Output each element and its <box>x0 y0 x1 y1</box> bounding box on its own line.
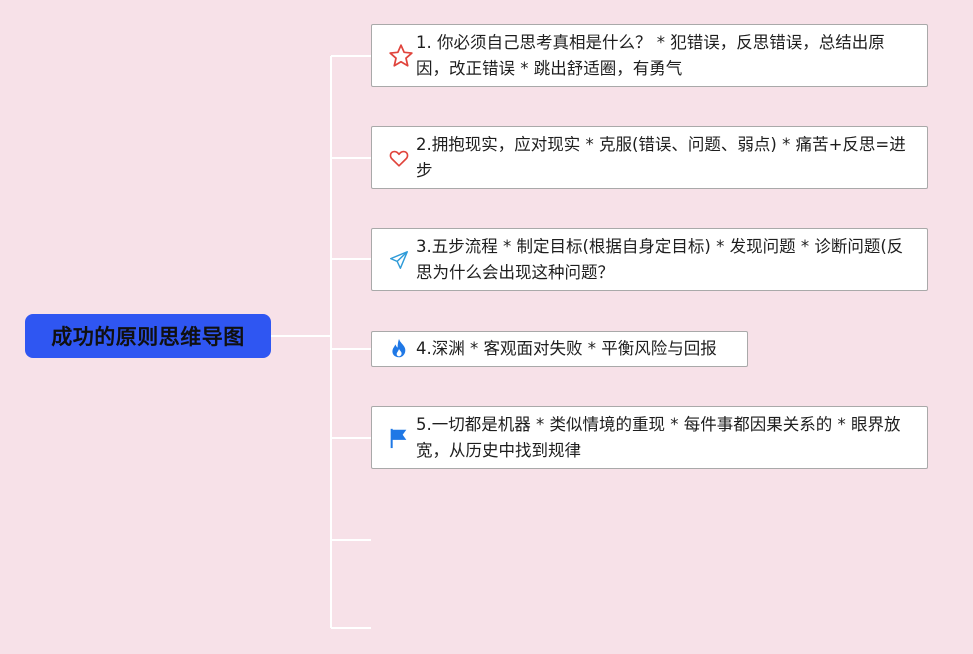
branch-topic-1[interactable]: 1. 你必须自己思考真相是什么？ * 犯错误，反思错误，总结出原因，改正错误 *… <box>371 24 928 87</box>
branch-topic-3[interactable]: 3.五步流程 * 制定目标(根据自身定目标) * 发现问题 * 诊断问题(反思为… <box>371 228 928 291</box>
branch-topic-2-label: 2.拥抱现实，应对现实 * 克服(错误、问题、弱点) * 痛苦+反思=进步 <box>416 134 906 180</box>
star-icon <box>388 43 416 69</box>
branch-topic-4[interactable]: 4.深渊 * 客观面对失败 * 平衡风险与回报 <box>371 331 748 367</box>
root-topic-label: 成功的原则思维导图 <box>51 325 245 349</box>
fire-icon <box>388 337 416 361</box>
flag-icon <box>388 426 416 450</box>
branch-topic-5-label: 5.一切都是机器 * 类似情境的重现 * 每件事都因果关系的 * 眼界放宽，从历… <box>416 414 901 460</box>
root-topic[interactable]: 成功的原则思维导图 <box>25 314 271 358</box>
branch-topic-3-label: 3.五步流程 * 制定目标(根据自身定目标) * 发现问题 * 诊断问题(反思为… <box>416 236 904 282</box>
branch-topic-4-label: 4.深渊 * 客观面对失败 * 平衡风险与回报 <box>416 339 717 358</box>
branch-topic-1-label: 1. 你必须自己思考真相是什么？ * 犯错误，反思错误，总结出原因，改正错误 *… <box>416 32 885 78</box>
heart-icon <box>388 147 416 169</box>
paper-plane-icon <box>388 249 416 271</box>
branch-topic-5[interactable]: 5.一切都是机器 * 类似情境的重现 * 每件事都因果关系的 * 眼界放宽，从历… <box>371 406 928 469</box>
branch-topic-2[interactable]: 2.拥抱现实，应对现实 * 克服(错误、问题、弱点) * 痛苦+反思=进步 <box>371 126 928 189</box>
